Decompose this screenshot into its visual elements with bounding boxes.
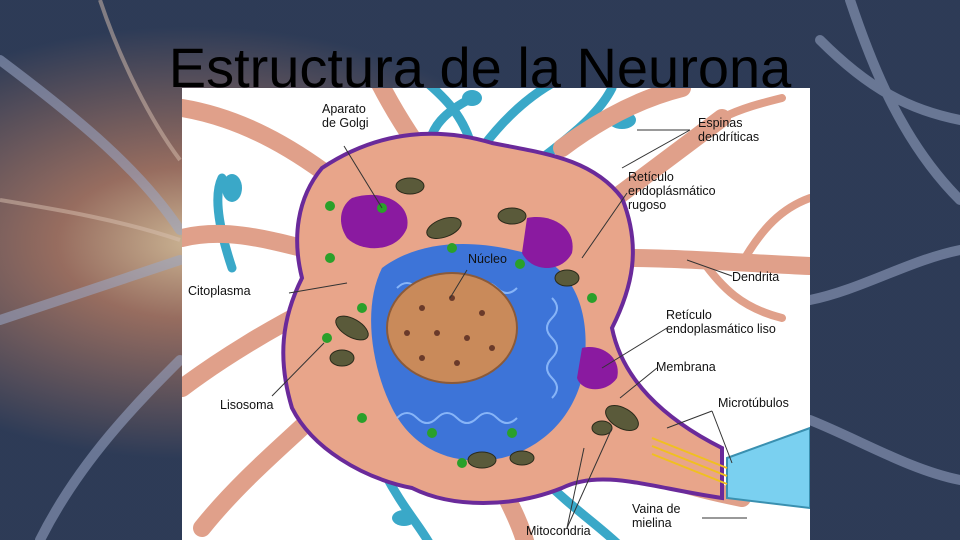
golgi [340,194,618,390]
mitochondria [329,177,639,469]
nucleus [386,272,518,384]
leader-lines [271,129,747,529]
label-vaina-mielina: Vaina de mielina [632,502,681,530]
label-espinas-dendriticas: Espinas dendríticas [698,116,760,144]
label-citoplasma: Citoplasma [188,284,251,298]
label-lisosoma: Lisosoma [220,398,274,412]
label-reticulo-rugoso: Retículo endoplásmático rugoso [628,170,716,212]
label-microtubulos: Microtúbulos [718,396,789,410]
slide-title: Estructura de la Neurona [168,36,792,99]
label-golgi: Aparato de Golgi [322,102,369,130]
label-reticulo-liso: Retículo endoplasmático liso [666,308,776,336]
label-nucleo: Núcleo [468,252,507,266]
myelin-sheath [726,426,810,510]
neuron-diagram: Aparato de Golgi Espinas dendríticas Ret… [182,88,810,540]
label-mitocondria: Mitocondria [526,524,591,538]
label-dendrita: Dendrita [732,270,780,284]
label-membrana: Membrana [656,360,716,374]
